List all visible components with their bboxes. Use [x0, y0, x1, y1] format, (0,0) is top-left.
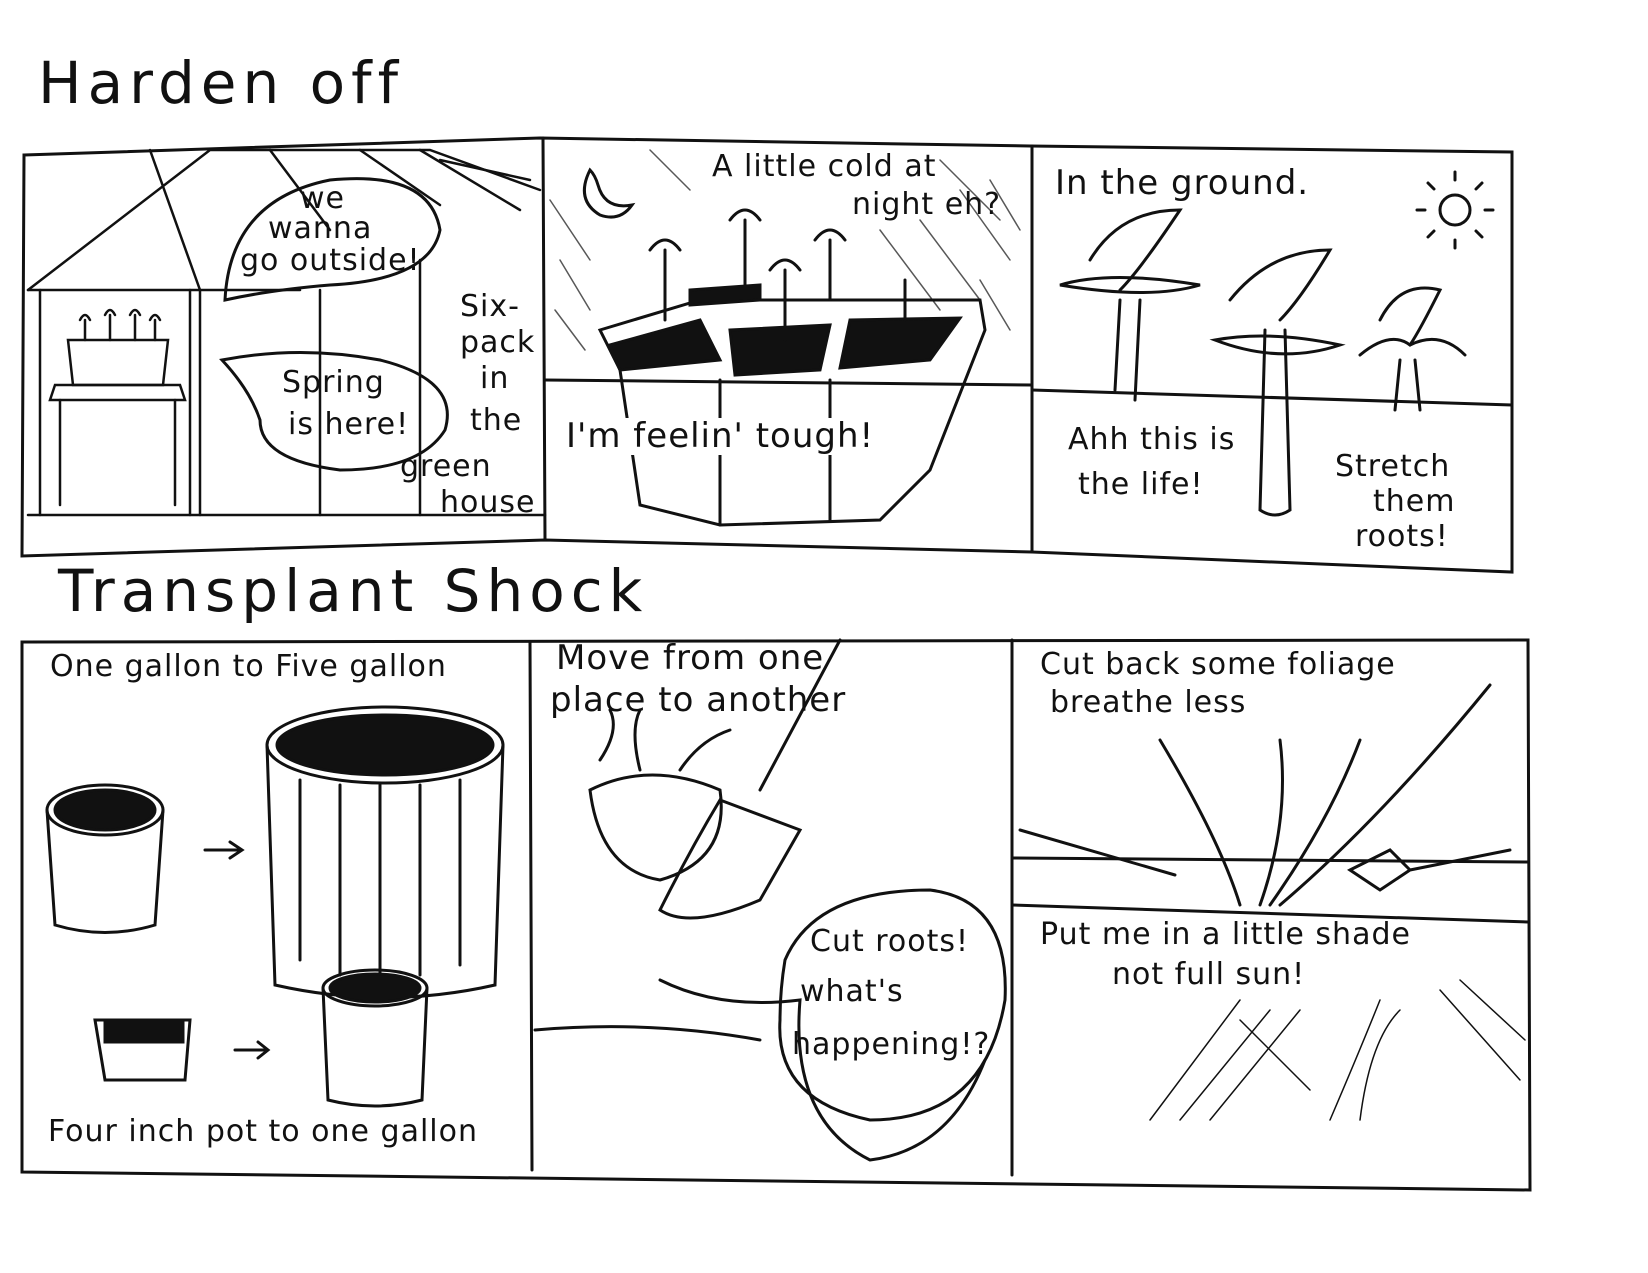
sun-icon [1415, 170, 1495, 250]
speech-bubble-3 [778, 888, 1007, 1122]
caption-line: place to another [550, 680, 847, 720]
speech-line: Ahh this is [1068, 422, 1236, 457]
speech-line: Stretch [1335, 449, 1451, 484]
speech-bubble-1 [223, 177, 442, 302]
pots-drawing [45, 705, 505, 1108]
caption-line: not full sun! [1112, 957, 1306, 992]
night-hatching [549, 149, 1021, 351]
bubble-line: we [300, 181, 345, 216]
speech-line: them [1373, 484, 1456, 519]
bubble-line: what's [800, 974, 904, 1009]
caption-line: pack [460, 325, 536, 360]
caption-top: One gallon to Five gallon [50, 649, 447, 684]
shade-cloth-drawing [1149, 979, 1526, 1121]
bubble-line: Spring [282, 365, 385, 400]
section-title-harden-off: Harden off [38, 49, 405, 117]
caption-bottom: I'm feelin' tough! [566, 416, 875, 456]
caption-line: the [470, 403, 523, 438]
caption-line: breathe less [1050, 685, 1247, 720]
bubble-line: Cut roots! [810, 924, 970, 959]
caption-top: In the ground. [1055, 163, 1310, 203]
caption-line: night eh? [852, 187, 1002, 222]
caption-line: green [400, 449, 492, 484]
speech-line: roots! [1355, 519, 1449, 554]
speech-bubble-2 [219, 351, 449, 472]
transplanted-seedlings [1059, 208, 1467, 517]
caption-line: Six- [460, 289, 520, 324]
caption-line: house [440, 485, 536, 520]
shovel-drawing [533, 638, 987, 1162]
caption-line: A little cold at [712, 149, 937, 184]
moon-icon [582, 167, 636, 219]
row1-frame [20, 136, 1514, 574]
caption-line: Move from one [556, 638, 825, 678]
six-pack-drawing [597, 208, 987, 527]
row2-frame [20, 638, 1532, 1192]
bubble-line: is here! [288, 407, 410, 442]
section-title-transplant-shock: Transplant Shock [58, 557, 649, 625]
bubble-line: go outside! [240, 243, 421, 278]
caption-line: Put me in a little shade [1040, 917, 1411, 952]
bubble-line: happening!? [792, 1027, 991, 1062]
caption-bottom: Four inch pot to one gallon [48, 1114, 478, 1149]
speech-line: the life! [1078, 467, 1204, 502]
caption-line: Cut back some foliage [1040, 647, 1396, 682]
bubble-line: wanna [268, 211, 373, 246]
caption-line: in [480, 361, 510, 396]
pruned-plant-drawing [1018, 683, 1512, 907]
